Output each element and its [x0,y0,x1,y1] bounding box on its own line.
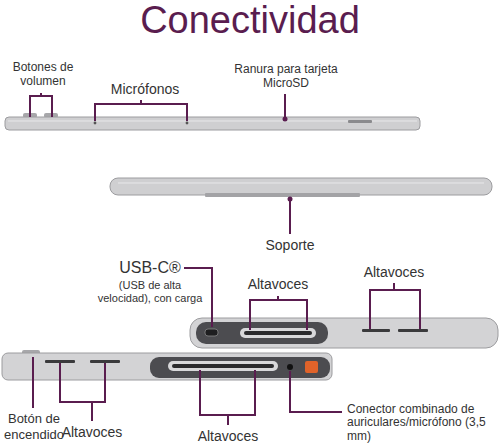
part-label: Soporte [250,237,330,254]
speaker-grille [240,328,316,338]
tablet-edge [5,117,420,130]
part-label: Botón de encendido [0,411,68,442]
part-label: Botones de volumen [3,60,83,89]
speaker-slot [45,360,75,363]
part-label: (USB de alta velocidad), con carga [94,279,206,305]
part-label: Conector combinado de auriculares/micróf… [347,403,497,443]
tablet-side [110,178,492,195]
tablet-side [2,353,332,380]
part-label: Altavoces [356,264,432,281]
speaker-slot [398,329,428,332]
keyboard-dock [196,322,328,344]
usb-c-port [205,329,218,336]
speaker-slot [244,331,312,335]
speaker-slot [90,360,120,363]
leader-lines [30,93,285,121]
page-title: Conectividad [0,0,500,44]
leader-lines [33,357,342,425]
tablet-side [190,318,498,348]
microphone-hole [186,122,189,125]
kickstand [205,193,360,197]
microphone-hole [94,122,97,125]
keyboard-dock [150,357,330,378]
part-label: Altavoces [240,276,316,293]
audio-jack [287,364,293,370]
speaker-slot [172,364,274,368]
part-label: Altavoces [54,424,130,441]
speaker-grille [168,361,278,371]
part-label: USB-C® [95,258,205,277]
part-label: Altavoces [190,428,266,445]
part-label: Micrófonos [90,81,200,98]
edge-highlight [118,183,484,184]
speaker-slot [362,329,390,332]
microsd-slot [348,120,372,123]
leader-dot [283,117,288,122]
status-light [305,361,318,373]
part-label: Ranura para tarjeta MicroSD [222,62,350,91]
leader-dot [288,197,293,202]
leader-line [289,199,291,234]
